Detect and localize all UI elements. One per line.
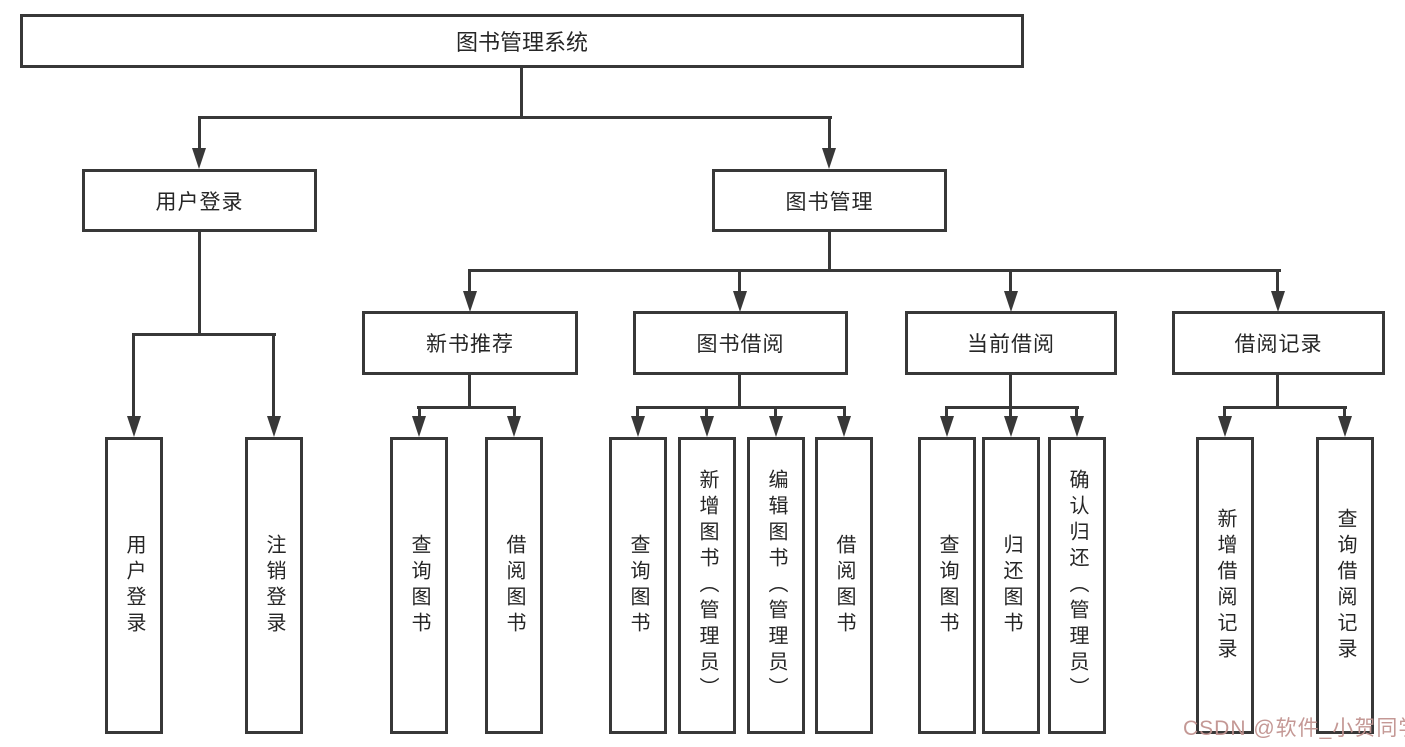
connector-drop-m2c3 (774, 406, 777, 420)
arrowhead-m3c2 (1004, 416, 1018, 437)
connector-drop-book-mgmt (828, 116, 831, 150)
connector-drop-m2c2 (705, 406, 708, 420)
connector-drop-m4c2 (1343, 406, 1346, 420)
arrowhead-login-leaf1 (127, 416, 141, 437)
connector-drop-m3c3 (1075, 406, 1078, 420)
arrowhead-m3c1 (940, 416, 954, 437)
arrowhead-m1c2 (507, 416, 521, 437)
connector-drop-m3c1 (945, 406, 948, 420)
leaf-user-login: 用户登录 (105, 437, 163, 734)
node-root: 图书管理系统 (20, 14, 1024, 68)
connector-level1-hline (199, 116, 832, 119)
connector-drop-user-login (198, 116, 201, 150)
arrowhead-m2c2 (700, 416, 714, 437)
arrowhead-m3c3 (1070, 416, 1084, 437)
node-borrow-records: 借阅记录 (1172, 311, 1385, 375)
connector-drop-m2c1 (636, 406, 639, 420)
connector-drop-module2 (738, 269, 741, 293)
connector-module4-hline (1223, 406, 1347, 409)
leaf-add-book-admin: 新增图书（管理员） (678, 437, 736, 734)
leaf-query-books-1: 查询图书 (390, 437, 448, 734)
node-current-borrow: 当前借阅 (905, 311, 1117, 375)
connector-drop-login-leaf2 (272, 333, 275, 417)
leaf-query-books-2: 查询图书 (609, 437, 667, 734)
leaf-borrow-books-2: 借阅图书 (815, 437, 873, 734)
connector-drop-module1 (468, 269, 471, 293)
connector-module3-hline (945, 406, 1079, 409)
connector-drop-m1c1 (418, 406, 421, 420)
node-book-management: 图书管理 (712, 169, 947, 232)
arrowhead-module1 (463, 291, 477, 312)
node-user-login: 用户登录 (82, 169, 317, 232)
arrowhead-m4c2 (1338, 416, 1352, 437)
connector-module3-stem (1009, 373, 1012, 409)
connector-mgmt-stem (828, 230, 831, 272)
arrowhead-book-mgmt (822, 148, 836, 169)
arrowhead-m2c4 (837, 416, 851, 437)
connector-drop-m4c1 (1223, 406, 1226, 420)
connector-login-hline (132, 333, 276, 336)
leaf-query-borrow-record: 查询借阅记录 (1316, 437, 1374, 734)
connector-module1-hline (417, 406, 516, 409)
arrowhead-module2 (733, 291, 747, 312)
connector-drop-module4 (1276, 269, 1279, 293)
connector-drop-m3c2 (1009, 406, 1012, 420)
connector-root-stem (520, 66, 523, 118)
arrowhead-login-leaf2 (267, 416, 281, 437)
arrowhead-module4 (1271, 291, 1285, 312)
leaf-logout: 注销登录 (245, 437, 303, 734)
connector-drop-login-leaf1 (132, 333, 135, 417)
arrowhead-m2c3 (769, 416, 783, 437)
arrowhead-m1c1 (412, 416, 426, 437)
arrowhead-m2c1 (631, 416, 645, 437)
csdn-watermark: CSDN @软件_小贺同学 (1183, 717, 1405, 740)
connector-module2-hline (636, 406, 846, 409)
connector-mgmt-hline (468, 269, 1281, 272)
connector-drop-module3 (1009, 269, 1012, 293)
connector-module1-stem (468, 373, 471, 409)
connector-drop-m1c2 (513, 406, 516, 420)
arrowhead-user-login (192, 148, 206, 169)
leaf-add-borrow-record: 新增借阅记录 (1196, 437, 1254, 734)
connector-module4-stem (1276, 373, 1279, 409)
connector-module2-stem (738, 373, 741, 409)
leaf-edit-book-admin: 编辑图书（管理员） (747, 437, 805, 734)
leaf-query-books-3: 查询图书 (918, 437, 976, 734)
connector-drop-m2c4 (843, 406, 846, 420)
leaf-return-book: 归还图书 (982, 437, 1040, 734)
node-book-borrow: 图书借阅 (633, 311, 848, 375)
node-new-book-recommend: 新书推荐 (362, 311, 578, 375)
connector-login-stem (198, 230, 201, 336)
arrowhead-module3 (1004, 291, 1018, 312)
leaf-borrow-books-1: 借阅图书 (485, 437, 543, 734)
arrowhead-m4c1 (1218, 416, 1232, 437)
leaf-confirm-return-admin: 确认归还（管理员） (1048, 437, 1106, 734)
